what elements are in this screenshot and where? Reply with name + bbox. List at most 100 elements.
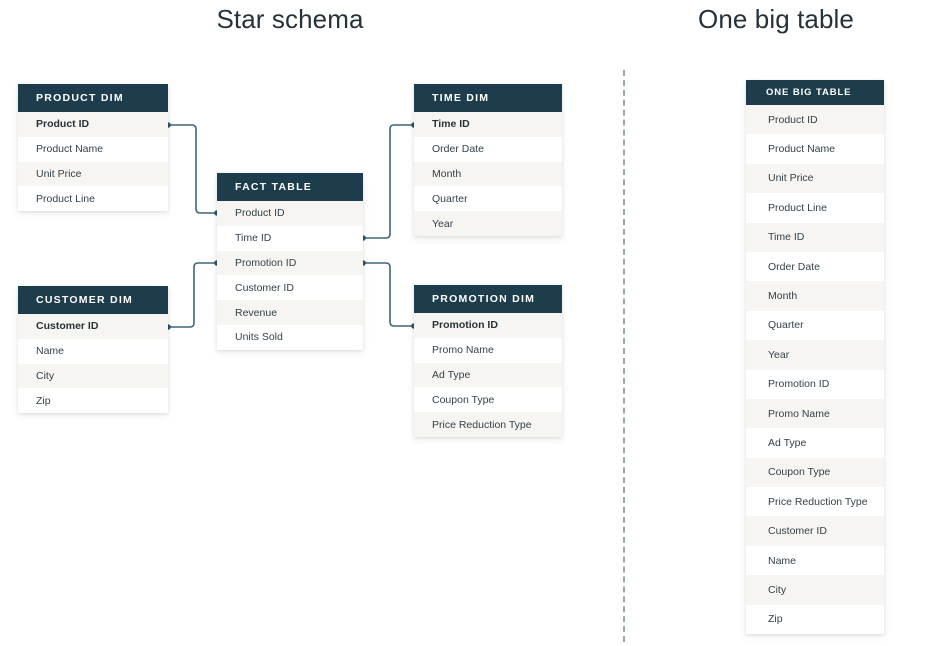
connector-fact-table-promotion-dim (362, 262, 415, 327)
entity-row-label: Ad Type (432, 368, 471, 381)
entity-row[interactable]: Coupon Type (414, 387, 562, 413)
entity-row-label: Promo Name (432, 344, 494, 357)
entity-row[interactable]: Customer ID (746, 516, 884, 546)
entity-row[interactable]: Product Line (18, 186, 168, 212)
entity-row[interactable]: Customer ID (18, 314, 168, 339)
entity-row[interactable]: Promo Name (414, 337, 562, 363)
entity-row[interactable]: Promo Name (746, 398, 884, 429)
entity-row-label: Product ID (768, 113, 818, 126)
vertical-dashed-divider (623, 70, 625, 642)
entity-row-label: Zip (768, 613, 783, 626)
entity-row-label: Order Date (432, 143, 484, 156)
entity-row-label: Month (768, 290, 798, 303)
entity-row-label: Ad Type (768, 436, 807, 449)
entity-row-label: Customer ID (768, 525, 827, 538)
entity-row[interactable]: Zip (18, 388, 168, 414)
entity-row-label: Revenue (235, 306, 278, 319)
entity-row[interactable]: Promotion ID (746, 369, 884, 399)
entity-row[interactable]: City (18, 363, 168, 389)
entity-row[interactable]: Product ID (18, 112, 168, 137)
entity-row[interactable]: Name (18, 338, 168, 364)
entity-row-label: City (768, 583, 787, 596)
entity-row[interactable]: Time ID (217, 225, 363, 251)
entity-row[interactable]: Month (414, 161, 562, 187)
entity-row-label: Promotion ID (768, 378, 830, 391)
entity-rows-fact-table: Product ID Time ID Promotion ID Customer ID… (217, 201, 363, 350)
entity-row[interactable]: Coupon Type (746, 457, 884, 488)
entity-row-label: Unit Price (36, 167, 82, 180)
entity-row[interactable]: Promotion ID (217, 250, 363, 276)
entity-header-one-big-table: ONE BIG TABLE (746, 80, 884, 105)
entity-row[interactable]: Product Line (746, 193, 884, 223)
entity-row[interactable]: Units Sold (217, 324, 363, 350)
entity-table-promotion-dim[interactable]: PROMOTION DIM Promotion ID Promo Name Ad T… (414, 285, 562, 437)
entity-row[interactable]: Name (746, 545, 884, 576)
entity-row[interactable]: Year (414, 211, 562, 236)
entity-row-label: Quarter (432, 192, 468, 205)
entity-row-label: Order Date (768, 260, 820, 273)
entity-row[interactable]: Product Name (746, 134, 884, 164)
entity-row[interactable]: Promotion ID (414, 313, 562, 338)
entity-header-product-dim: PRODUCT DIM (18, 84, 168, 112)
entity-row-label: Price Reduction Type (768, 495, 868, 508)
entity-row[interactable]: Price Reduction Type (746, 487, 884, 517)
entity-row[interactable]: Customer ID (217, 275, 363, 301)
entity-row[interactable]: Quarter (746, 310, 884, 341)
entity-header-fact-table: FACT TABLE (217, 173, 363, 201)
entity-row[interactable]: Revenue (217, 300, 363, 325)
entity-row-label: Month (432, 167, 462, 180)
entity-table-fact-table[interactable]: FACT TABLE Product ID Time ID Promotion ID… (217, 173, 363, 350)
entity-header-customer-dim: CUSTOMER DIM (18, 286, 168, 314)
connector-customer-dim-fact-table (167, 262, 218, 328)
entity-row-label: Time ID (235, 232, 272, 245)
entity-row-label: Coupon Type (432, 393, 495, 406)
entity-row[interactable]: Month (746, 281, 884, 311)
entity-header-time-dim: TIME DIM (414, 84, 562, 112)
entity-row-label: Units Sold (235, 331, 283, 344)
entity-row-label: Product Name (36, 143, 104, 156)
entity-row-label: Name (768, 554, 797, 567)
entity-row-label: City (36, 369, 55, 382)
entity-row[interactable]: Zip (746, 604, 884, 635)
entity-row[interactable]: Time ID (414, 112, 562, 137)
entity-row-label: Zip (36, 394, 51, 407)
entity-row[interactable]: Order Date (746, 251, 884, 282)
entity-row-label: Year (432, 217, 454, 230)
entity-row[interactable]: Product ID (746, 105, 884, 135)
entity-row-label: Quarter (768, 319, 804, 332)
entity-row-label: Unit Price (768, 172, 814, 185)
entity-row-label: Name (36, 345, 65, 358)
entity-row[interactable]: Ad Type (746, 428, 884, 458)
entity-row-label: Product Name (768, 143, 836, 156)
entity-row[interactable]: Time ID (746, 222, 884, 252)
connector-product-dim-fact-table (167, 124, 218, 214)
entity-row[interactable]: Order Date (414, 136, 562, 162)
page-title-one-big-table: One big table (698, 4, 854, 34)
entity-row[interactable]: Ad Type (414, 362, 562, 388)
entity-row[interactable]: Quarter (414, 186, 562, 212)
connector-fact-table-time-dim (362, 124, 415, 239)
entity-row[interactable]: Product Name (18, 136, 168, 162)
entity-row[interactable]: Product ID (217, 201, 363, 226)
entity-row-label: Product Line (36, 192, 95, 205)
entity-header-promotion-dim: PROMOTION DIM (414, 285, 562, 313)
entity-row-label: Customer ID (36, 320, 99, 333)
entity-row[interactable]: Unit Price (18, 161, 168, 187)
entity-row-label: Product ID (235, 207, 285, 220)
entity-row-label: Promo Name (768, 407, 830, 420)
entity-row-label: Year (768, 348, 790, 361)
entity-row[interactable]: Year (746, 340, 884, 370)
entity-row[interactable]: Unit Price (746, 163, 884, 194)
entity-row-label: Customer ID (235, 281, 294, 294)
entity-row[interactable]: City (746, 575, 884, 605)
entity-row[interactable]: Price Reduction Type (414, 412, 562, 437)
